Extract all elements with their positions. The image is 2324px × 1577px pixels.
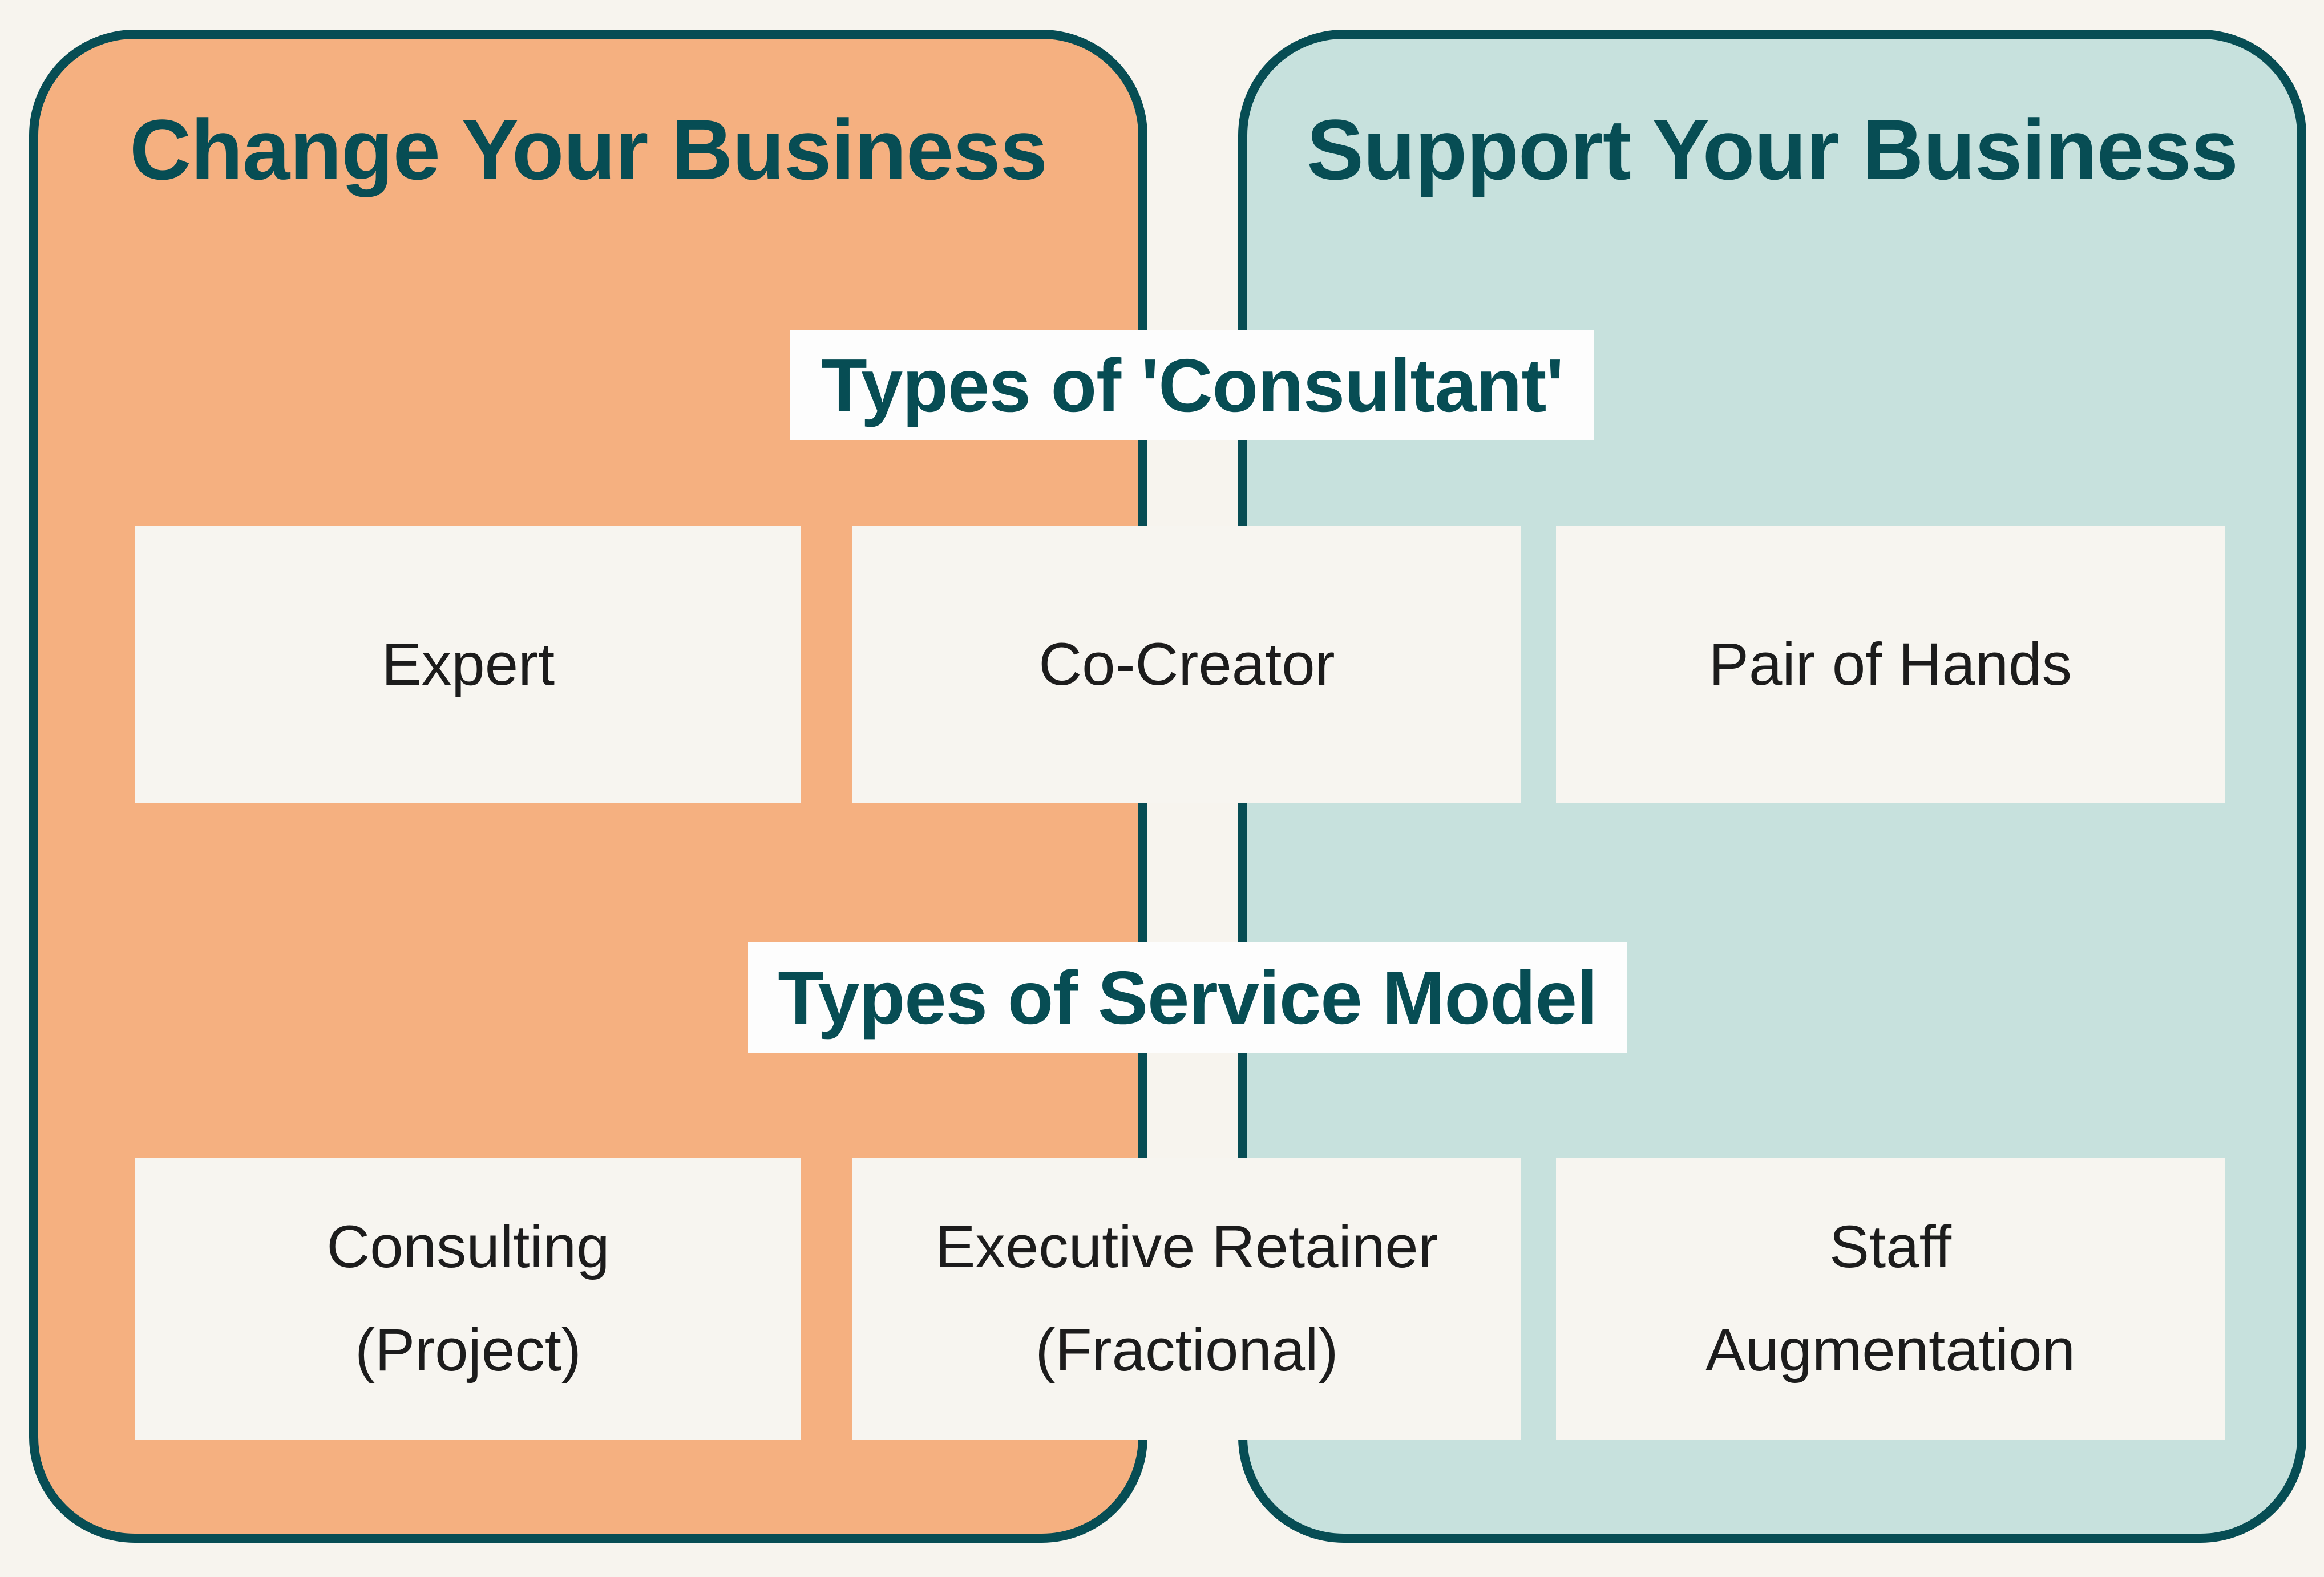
card-consulting-project: Consulting (Project) <box>135 1158 801 1440</box>
right-panel-title: Support Your Business <box>1306 101 2238 197</box>
card-expert: Expert <box>135 526 801 803</box>
card-staff-line-2: Augmentation <box>1705 1316 2075 1384</box>
card-executive-retainer: Executive Retainer (Fractional) <box>852 1158 1521 1440</box>
service-model-label: Types of Service Model <box>778 955 1597 1040</box>
card-co-creator: Co-Creator <box>852 526 1521 803</box>
card-co-creator-label: Co-Creator <box>1038 630 1335 698</box>
consultant-types-label: Types of 'Consultant' <box>821 343 1564 427</box>
card-staff-line-1: Staff <box>1829 1213 1952 1280</box>
card-retainer-line-2: (Fractional) <box>1035 1316 1339 1384</box>
card-staff-augmentation: Staff Augmentation <box>1556 1158 2225 1440</box>
service-model-banner: Types of Service Model <box>748 942 1627 1053</box>
card-consulting-line-2: (Project) <box>355 1316 581 1384</box>
card-pair-of-hands: Pair of Hands <box>1556 526 2225 803</box>
card-consulting-line-1: Consulting <box>326 1213 610 1280</box>
card-pair-of-hands-label: Pair of Hands <box>1708 630 2072 698</box>
card-expert-label: Expert <box>381 630 555 698</box>
card-retainer-line-1: Executive Retainer <box>935 1213 1438 1280</box>
consultant-types-banner: Types of 'Consultant' <box>790 330 1594 440</box>
left-panel-title: Change Your Business <box>129 101 1048 197</box>
